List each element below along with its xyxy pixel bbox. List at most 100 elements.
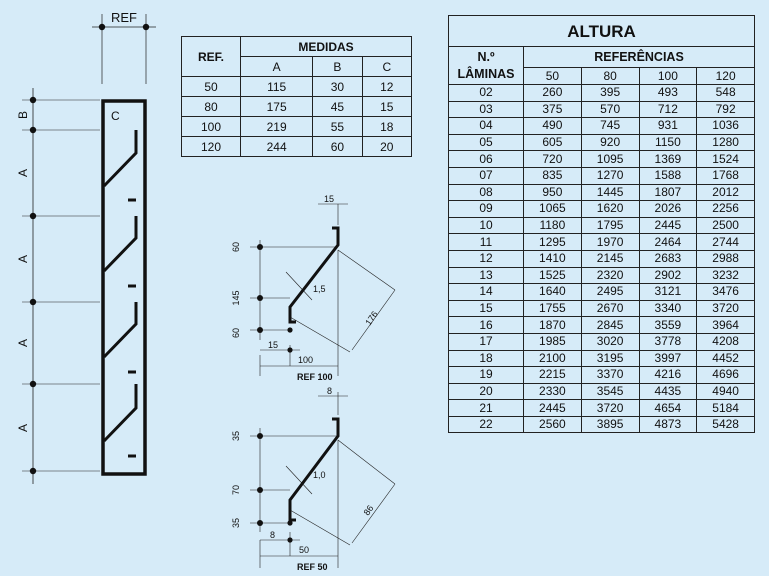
laminas-count-cell: 12 [448, 249, 524, 268]
altura-value-cell: 3720 [696, 299, 755, 318]
profile-ref100-shape [288, 226, 340, 324]
altura-value-cell: 3778 [638, 332, 698, 351]
altura-value-cell: 1755 [523, 299, 582, 318]
altura-value-cell: 931 [638, 117, 698, 135]
altura-value-cell: 2902 [638, 266, 698, 285]
altura-value-cell: 720 [523, 150, 582, 168]
altura-value-cell: 2215 [523, 366, 582, 384]
dim-35-bottom: 35 [231, 518, 241, 528]
ref-cell: 50 [181, 76, 241, 97]
laminas-count-cell: 16 [448, 316, 524, 334]
laminas-count-cell: 20 [448, 382, 524, 401]
altura-value-cell: 1985 [523, 332, 582, 351]
altura-value-cell: 1295 [523, 233, 582, 251]
ref-dimension-label: REF [111, 10, 137, 25]
column-c-header: C [361, 56, 413, 77]
ref-column-header: 80 [580, 67, 640, 85]
altura-value-cell: 2320 [580, 266, 640, 285]
altura-value-cell: 3232 [696, 266, 755, 285]
altura-value-cell: 2670 [580, 299, 640, 318]
altura-value-cell: 1870 [523, 316, 582, 334]
altura-value-cell: 2495 [580, 283, 640, 301]
altura-value-cell: 1525 [523, 266, 582, 285]
laminas-count-cell: 07 [448, 166, 524, 185]
altura-value-cell: 835 [523, 166, 582, 185]
laminas-count-cell: 04 [448, 117, 524, 135]
altura-value-cell: 2026 [638, 200, 698, 218]
column-b-header: B [312, 56, 363, 77]
a-dimension-label-2: A [16, 255, 30, 263]
laminas-count-cell: 05 [448, 133, 524, 152]
altura-value-cell: 2145 [580, 249, 640, 268]
altura-value-cell: 1768 [696, 166, 755, 185]
louver-frame [101, 99, 147, 476]
altura-value-cell: 1795 [580, 216, 640, 235]
b-dimension-label: B [16, 111, 30, 119]
dim-70: 70 [231, 485, 241, 495]
altura-value-cell: 375 [523, 100, 582, 119]
dim-width: 100 [298, 355, 313, 365]
laminas-count-cell: 11 [448, 233, 524, 251]
laminas-count-cell: 10 [448, 216, 524, 235]
altura-value-cell: 1270 [580, 166, 640, 185]
b-cell: 55 [312, 116, 363, 137]
a-cell: 175 [239, 96, 314, 117]
ref-header: REF. [181, 36, 241, 77]
column-a-header: A [239, 56, 314, 77]
a-dimension-label-3: A [16, 339, 30, 347]
a-cell: 115 [239, 76, 314, 97]
a-dimension-label-4: A [16, 424, 30, 432]
laminas-header-line2: LÂMINAS [457, 66, 515, 81]
altura-value-cell: 3370 [580, 366, 640, 384]
altura-value-cell: 950 [523, 183, 582, 202]
altura-value-cell: 712 [638, 100, 698, 119]
altura-value-cell: 570 [580, 100, 640, 119]
dim-diagonal: 86 [362, 503, 376, 517]
ref-column-header: 100 [638, 67, 698, 85]
a-dimension-label-1: A [16, 169, 30, 177]
altura-value-cell: 1445 [580, 183, 640, 202]
ref-cell: 80 [181, 96, 241, 117]
a-cell: 244 [239, 136, 314, 157]
dim-35-top: 35 [231, 431, 241, 441]
laminas-count-cell: 03 [448, 100, 524, 119]
ref-column-header: 50 [523, 67, 582, 85]
dim-width: 50 [299, 545, 309, 555]
table-row: 120 244 60 20 [181, 136, 413, 157]
altura-value-cell: 1640 [523, 283, 582, 301]
profile-ref50-drawing: 8 35 70 35 1,0 86 8 50 REF 50 [231, 386, 396, 572]
altura-value-cell: 1410 [523, 249, 582, 268]
laminas-count-cell: 06 [448, 150, 524, 168]
altura-value-cell: 792 [696, 100, 755, 119]
altura-title: ALTURA [448, 15, 755, 47]
altura-table: ALTURA N.º LÂMINAS REFERÊNCIAS 50 80 100… [448, 15, 755, 434]
altura-value-cell: 2100 [523, 349, 582, 368]
altura-value-cell: 3121 [638, 283, 698, 301]
altura-value-cell: 2256 [696, 200, 755, 218]
laminas-count-cell: 09 [448, 200, 524, 218]
altura-value-cell: 1280 [696, 133, 755, 152]
altura-value-cell: 4216 [638, 366, 698, 384]
ref-column-header: 120 [696, 67, 755, 85]
altura-value-cell: 2683 [638, 249, 698, 268]
table-row: 100 219 55 18 [181, 116, 413, 137]
altura-value-cell: 3895 [580, 415, 640, 434]
altura-value-cell: 2445 [523, 399, 582, 417]
medidas-header: MEDIDAS [240, 36, 412, 57]
altura-value-cell: 1588 [638, 166, 698, 185]
b-cell: 30 [312, 76, 363, 97]
laminas-count-cell: 17 [448, 332, 524, 351]
